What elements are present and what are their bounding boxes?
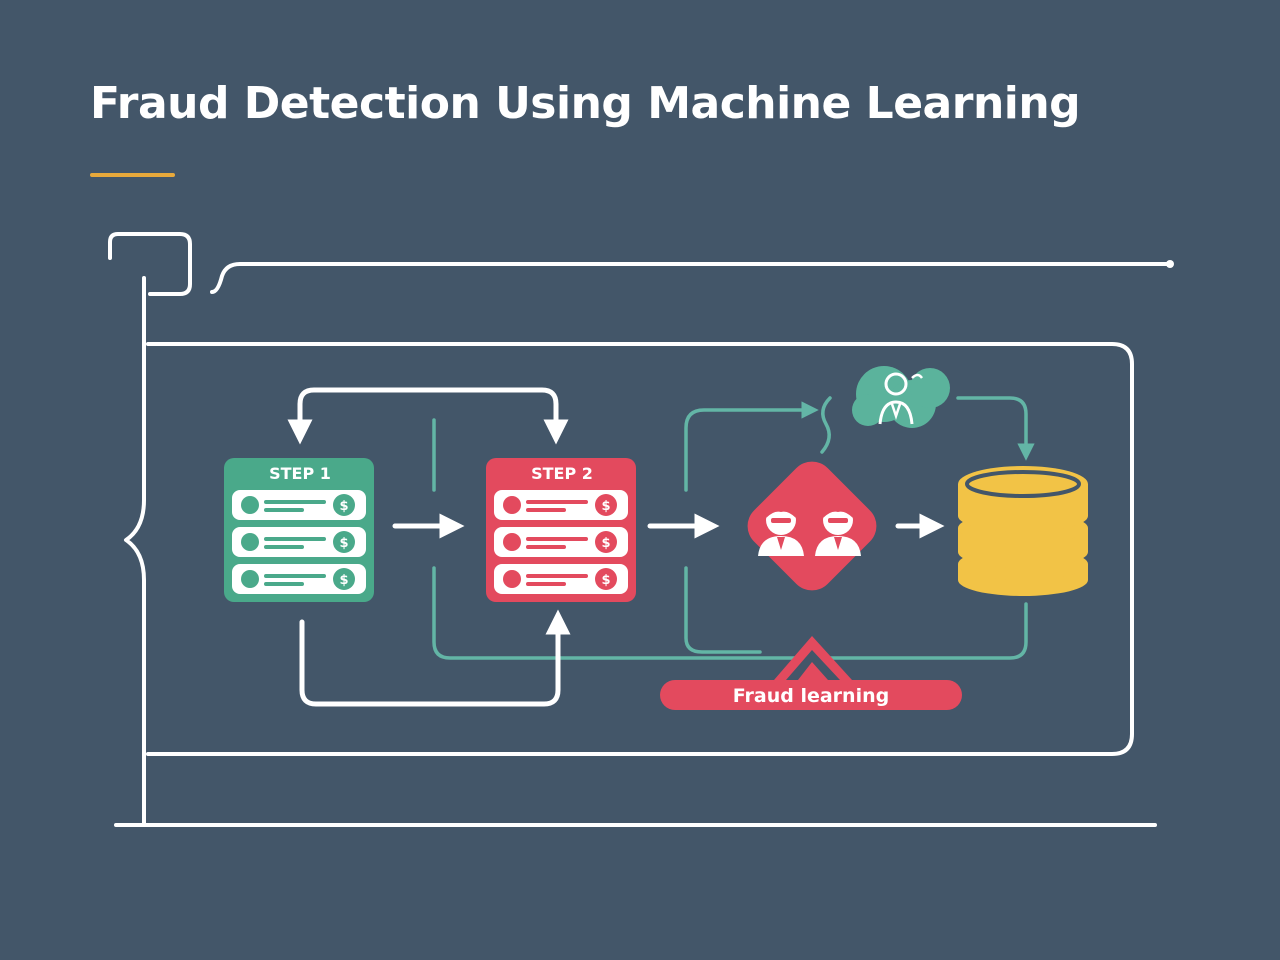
frame-hook <box>108 232 192 296</box>
svg-text:$: $ <box>339 573 348 588</box>
svg-text:$: $ <box>601 499 610 514</box>
title-accent-bar <box>90 173 175 177</box>
users-icon <box>747 461 877 591</box>
dollar-icon <box>333 568 355 590</box>
frame-panel <box>146 342 1134 756</box>
dollar-icon <box>595 531 617 553</box>
step2-row: $ <box>494 564 628 594</box>
dollar-icon <box>595 568 617 590</box>
step1-row: $ <box>232 564 366 594</box>
step2-label: STEP 2 <box>531 464 593 483</box>
flow-arrows <box>287 387 945 707</box>
fraud-learning-banner: Fraud learning <box>660 636 962 710</box>
loop-arrow-bottom <box>299 609 571 707</box>
frame-left-bracket <box>124 276 146 826</box>
dollar-icon <box>333 494 355 516</box>
step1-row: $ <box>232 527 366 557</box>
loop-arrow-top <box>287 387 569 445</box>
fraud-learning-label: Fraud learning <box>733 685 889 707</box>
dollar-icon <box>333 531 355 553</box>
step2-card: STEP 2 $ $ $ <box>486 458 636 602</box>
step2-row: $ <box>494 490 628 520</box>
frame-top-line <box>210 262 1172 294</box>
user-bubble-icon <box>852 366 950 428</box>
step1-row: $ <box>232 490 366 520</box>
step2-row: $ <box>494 527 628 557</box>
svg-text:$: $ <box>601 536 610 551</box>
svg-text:$: $ <box>339 536 348 551</box>
svg-text:$: $ <box>601 573 610 588</box>
page-title: Fraud Detection Using Machine Learning <box>90 78 1081 129</box>
step1-card: STEP 1 $ $ $ <box>224 458 374 602</box>
frame-lines <box>108 232 1174 827</box>
database-icon <box>958 466 1088 596</box>
svg-text:$: $ <box>339 499 348 514</box>
dollar-icon <box>595 494 617 516</box>
step1-label: STEP 1 <box>269 464 331 483</box>
